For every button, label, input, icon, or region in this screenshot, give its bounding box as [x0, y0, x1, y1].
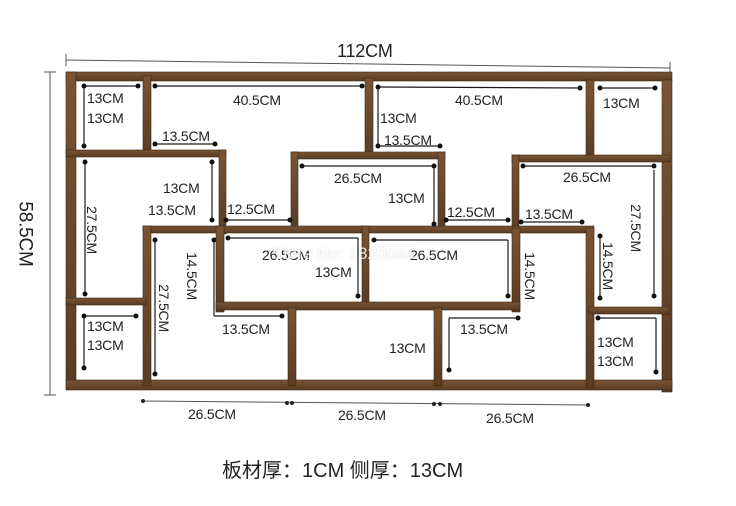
top-mid-right-width-label: 40.5CM	[455, 92, 503, 108]
left-gap-label: 12.5CM	[227, 201, 275, 217]
top-left-width-label: 13CM	[87, 90, 124, 106]
overall-height-label: 58.5CM	[14, 201, 36, 267]
bottom-left-width-label: 13CM	[87, 318, 124, 334]
right-top-width-label: 26.5CM	[563, 169, 611, 185]
top-mid-left-width-label: 40.5CM	[233, 92, 281, 108]
mid-right-width-label: 26.5CM	[410, 247, 458, 263]
bottom-right-width-label: 13CM	[597, 334, 634, 350]
left-lower-inner-height-label: 14.5CM	[183, 252, 200, 300]
bottom-width-2: 26.5CM	[338, 407, 386, 423]
top-left-step-label: 13.5CM	[162, 128, 210, 144]
overall-dimension-lines	[44, 54, 671, 406]
right-gap-label: 12.5CM	[447, 204, 495, 220]
mid-height-label: 13CM	[315, 264, 352, 280]
thickness-note: 板材厚：1CM 侧厚：13CM	[222, 460, 464, 482]
wood-frame	[65, 71, 673, 393]
measure-lines	[83, 85, 657, 374]
left-inner-width-label: 13CM	[163, 180, 200, 196]
right-lower-step-label: 13.5CM	[460, 321, 508, 337]
top-left-height-label: 13CM	[87, 110, 124, 126]
right-lower-height-label: 14.5CM	[521, 252, 538, 300]
left-inner-step-label: 13.5CM	[148, 202, 196, 218]
overall-width-label: 112CM	[337, 41, 393, 61]
right-inner-step-label: 13.5CM	[525, 206, 573, 222]
bottom-center-height-label: 13CM	[389, 340, 426, 356]
bottom-width-1: 26.5CM	[188, 406, 236, 422]
store-watermark: Store No: 1820046	[272, 244, 415, 263]
top-center-width-label: 13CM	[380, 110, 417, 126]
bottom-left-height-label: 13CM	[87, 337, 124, 353]
center-top-height-label: 13CM	[388, 190, 425, 206]
top-center-step-label: 13.5CM	[384, 132, 432, 148]
right-tall-height-label: 27.5CM	[627, 204, 644, 252]
right-inner-height-label: 14.5CM	[599, 242, 616, 290]
bottom-width-3: 26.5CM	[486, 410, 534, 426]
mid-left-width-label: 26.5CM	[262, 247, 310, 263]
center-top-width-label: 26.5CM	[334, 170, 382, 186]
top-right-width-label: 13CM	[603, 95, 640, 111]
left-lower-step-label: 13.5CM	[222, 321, 270, 337]
left-tall-height-label: 27.5CM	[83, 206, 100, 254]
left-lower-height-label: 27.5CM	[155, 284, 172, 332]
bottom-right-height-label: 13CM	[597, 353, 634, 369]
